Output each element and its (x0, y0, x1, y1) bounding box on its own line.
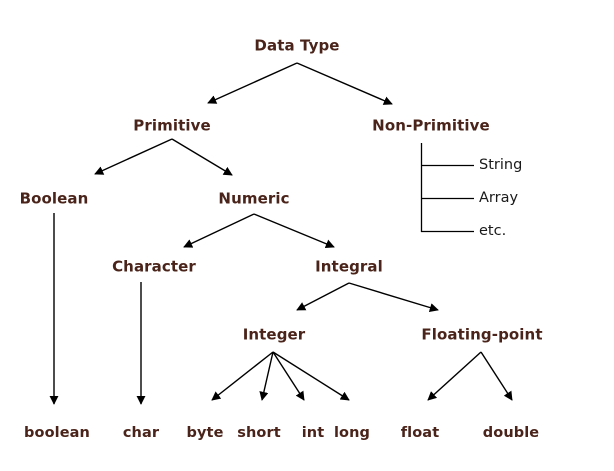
leaf-short: short (237, 424, 281, 441)
edge-numeric-integral (253, 213, 335, 249)
node-character: Character (112, 257, 196, 276)
leaf-float: float (400, 424, 440, 441)
edge-integer-byte (211, 351, 274, 401)
node-numeric: Numeric (218, 189, 290, 208)
node-boolean: Boolean (19, 189, 89, 208)
edge-primitive-numeric (171, 138, 233, 176)
edge-datatype-nonprimitive (296, 62, 393, 105)
node-integral: Integral (315, 257, 383, 276)
leaf-long: long (333, 424, 371, 441)
node-floating-point: Floating-point (421, 325, 543, 344)
node-non-primitive: Non-Primitive (372, 116, 490, 135)
node-primitive: Primitive (133, 116, 211, 135)
edge-integer-long (272, 351, 350, 401)
edge-integer-int (272, 351, 305, 401)
non-primitive-item-array: Array (479, 189, 519, 206)
edge-primitive-boolean (94, 138, 173, 175)
leaf-byte: byte (186, 424, 224, 441)
leaf-boolean: boolean (24, 424, 90, 441)
leaf-int: int (301, 424, 325, 441)
edge-floatingpoint-float (427, 351, 482, 401)
node-integer: Integer (242, 325, 306, 344)
edge-datatype-primitive (207, 62, 298, 104)
leaf-char: char (122, 424, 160, 441)
edge-integral-integer (296, 282, 350, 311)
edge-numeric-character (183, 213, 255, 248)
edge-floatingpoint-double (480, 351, 513, 401)
node-data-type: Data Type (254, 36, 340, 55)
edge-integer-short (259, 351, 274, 401)
non-primitive-item-etc: etc. (479, 222, 507, 239)
non-primitive-item-string: String (479, 156, 523, 173)
edge-integral-floatingpoint (348, 282, 439, 312)
leaf-double: double (482, 424, 540, 441)
